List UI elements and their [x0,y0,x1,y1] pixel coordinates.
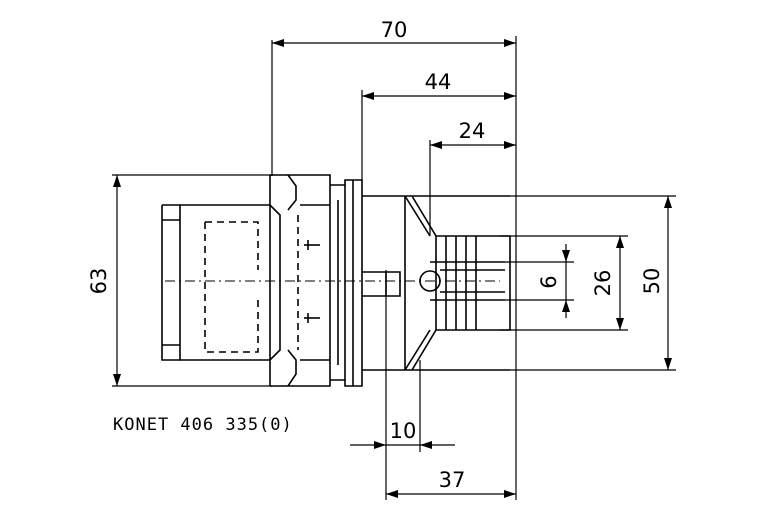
dim-nose-length: 37 [439,468,466,492]
dim-collet-diameter: 26 [591,270,615,297]
dim-body-diameter: 63 [87,268,111,295]
dim-overall-length: 70 [381,18,408,42]
dim-nose-diameter: 50 [640,268,664,295]
hidden-lines [204,215,299,353]
dim-bore-diameter: 6 [537,275,561,288]
extension-lines [112,36,676,500]
part-code-label: KONET 406 335(0) [113,415,293,435]
dimension-lines [113,39,672,498]
dim-small-offset: 10 [390,419,417,443]
body-outline [161,174,511,387]
dim-flange-to-end: 44 [425,70,452,94]
dim-nut-to-end: 24 [459,119,486,143]
